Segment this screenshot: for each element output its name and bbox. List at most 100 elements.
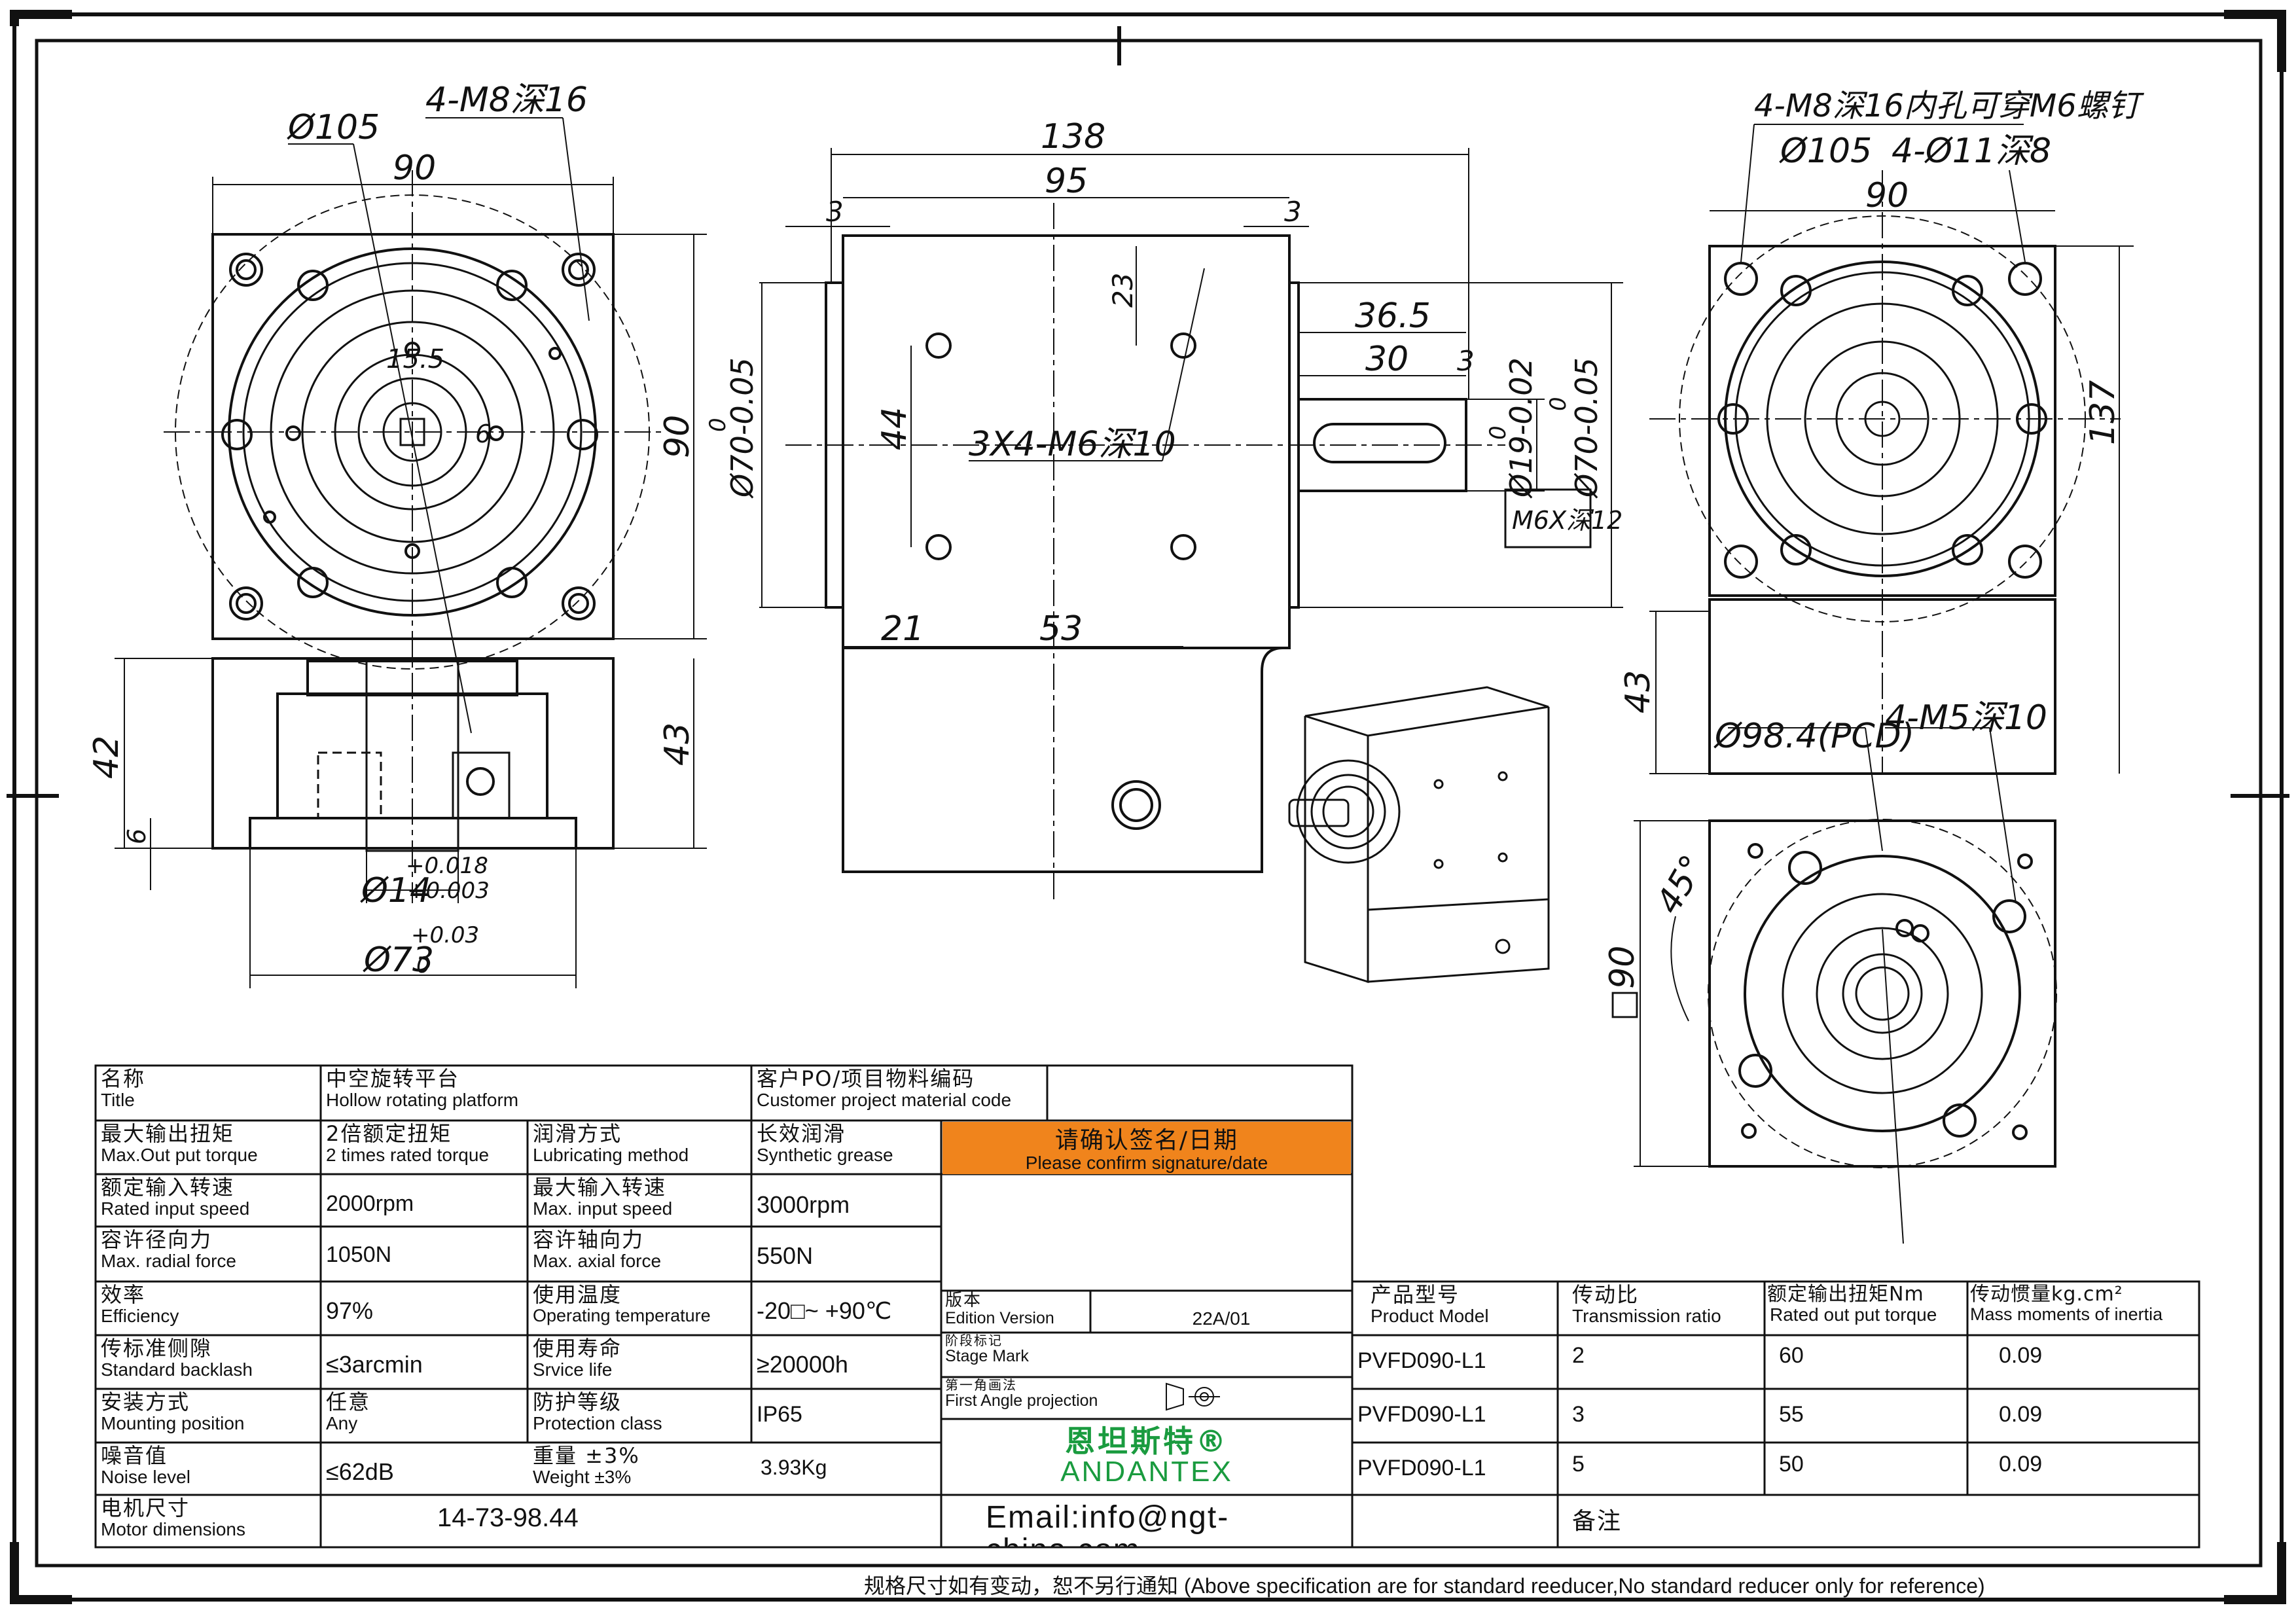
table-row: 0.09 <box>1999 1343 2043 1368</box>
table-row: PVFD090-L1 <box>1357 1348 1486 1373</box>
dim-text: 43 <box>658 723 697 766</box>
service-life-value: ≥20000h <box>757 1351 848 1378</box>
dim-text: 30 <box>1365 340 1408 379</box>
dim-text: 4-Ø11深8 <box>1892 132 2051 171</box>
front-view <box>115 117 707 988</box>
backlash-value: ≤3arcmin <box>326 1351 423 1378</box>
dim-text: 137 <box>2083 380 2123 445</box>
first-angle-symbol <box>1166 1382 1220 1411</box>
dim-text: □90 <box>1603 946 1642 1021</box>
dim-text: Ø105 <box>287 108 380 147</box>
dim-text: 45° <box>1649 849 1713 921</box>
table-row: 5 <box>1572 1452 1585 1477</box>
table-row: 55 <box>1779 1402 1804 1427</box>
dim-text: 0 <box>1545 397 1571 411</box>
dim-text: 3 <box>1457 345 1475 377</box>
max-speed-value: 3000rpm <box>757 1191 850 1218</box>
protection-value: IP65 <box>757 1402 802 1427</box>
footer-note: 规格尺寸如有变动，恕不另行通知 (Above specification are… <box>864 1574 1985 1598</box>
dim-text: 0 <box>705 418 731 432</box>
table-row: 50 <box>1779 1452 1804 1477</box>
side-view <box>759 148 1623 903</box>
dim-text: 4-M8深16内孔可穿M6螺钉 <box>1754 88 2145 124</box>
dim-text: 53 <box>1039 609 1083 649</box>
right-view-dims: 4-M8深16内孔可穿M6螺钉 Ø105 4-Ø11深8 90 137 43 Ø… <box>1603 88 2145 1021</box>
dim-text: 36.5 <box>1355 296 1431 336</box>
dim-text: 42 <box>87 736 126 779</box>
dim-text: 4-M5深10 <box>1885 698 2047 738</box>
edition-value: 22A/01 <box>1192 1308 1251 1329</box>
dim-text: 3X4-M6深10 <box>969 425 1176 464</box>
dim-text: 6 <box>122 829 151 844</box>
axial-force-value: 550N <box>757 1242 814 1269</box>
table-row: PVFD090-L1 <box>1357 1402 1486 1427</box>
dim-text: Ø73 <box>363 941 434 980</box>
table-row: 0.09 <box>1999 1402 2043 1427</box>
dim-text: 138 <box>1041 117 1105 156</box>
table-row: 60 <box>1779 1343 1804 1368</box>
dim-text: 90 <box>658 415 697 458</box>
table-row: PVFD090-L1 <box>1357 1456 1486 1480</box>
dim-text: 3 <box>1284 196 1302 228</box>
dim-text: 15.5 <box>386 344 444 374</box>
dim-text: 3 <box>826 196 844 228</box>
dim-text: +0.03 <box>411 922 479 948</box>
outer-border <box>12 12 2284 1602</box>
dim-text: Ø105 <box>1779 132 1872 171</box>
dim-text: 21 <box>881 609 924 649</box>
title-block-lines <box>94 1064 2200 1549</box>
dim-text: 43 <box>1619 670 1658 713</box>
noise-value: ≤62dB <box>326 1458 394 1485</box>
dim-text: Ø98.4(PCD) <box>1713 717 1914 756</box>
dim-text: 23 <box>1107 273 1139 308</box>
dim-text: Ø19-0.02 <box>1503 357 1539 499</box>
temperature-value: -20□~ +90℃ <box>757 1297 892 1324</box>
dim-text: +0.018 <box>406 853 488 879</box>
isometric-view <box>1288 686 1550 984</box>
dim-text: +0.003 <box>407 878 490 904</box>
motor-dimensions-value: 14-73-98.44 <box>437 1503 579 1532</box>
dim-text: 44 <box>875 407 914 450</box>
rated-speed-value: 2000rpm <box>326 1191 414 1216</box>
table-row: 3 <box>1572 1402 1585 1427</box>
table-row: 2 <box>1572 1343 1585 1368</box>
efficiency-value: 97% <box>326 1297 374 1324</box>
dim-text: Ø14 <box>360 871 431 910</box>
inner-border <box>35 39 2263 1568</box>
radial-force-value: 1050N <box>326 1242 392 1267</box>
dim-text: Ø70-0.05 <box>1569 357 1604 499</box>
dim-text: 90 <box>1865 176 1909 215</box>
contact-email[interactable]: Email:info@ngt-china.com <box>986 1500 1230 1547</box>
dim-text: 0 <box>1485 425 1511 440</box>
brand-logo: 恩坦斯特®ANDANTEX <box>1060 1424 1233 1488</box>
dim-text: Ø70-0.05 <box>725 357 760 499</box>
dim-text: M6X深12 <box>1512 506 1623 535</box>
weight-value: 3.93Kg <box>761 1456 827 1479</box>
